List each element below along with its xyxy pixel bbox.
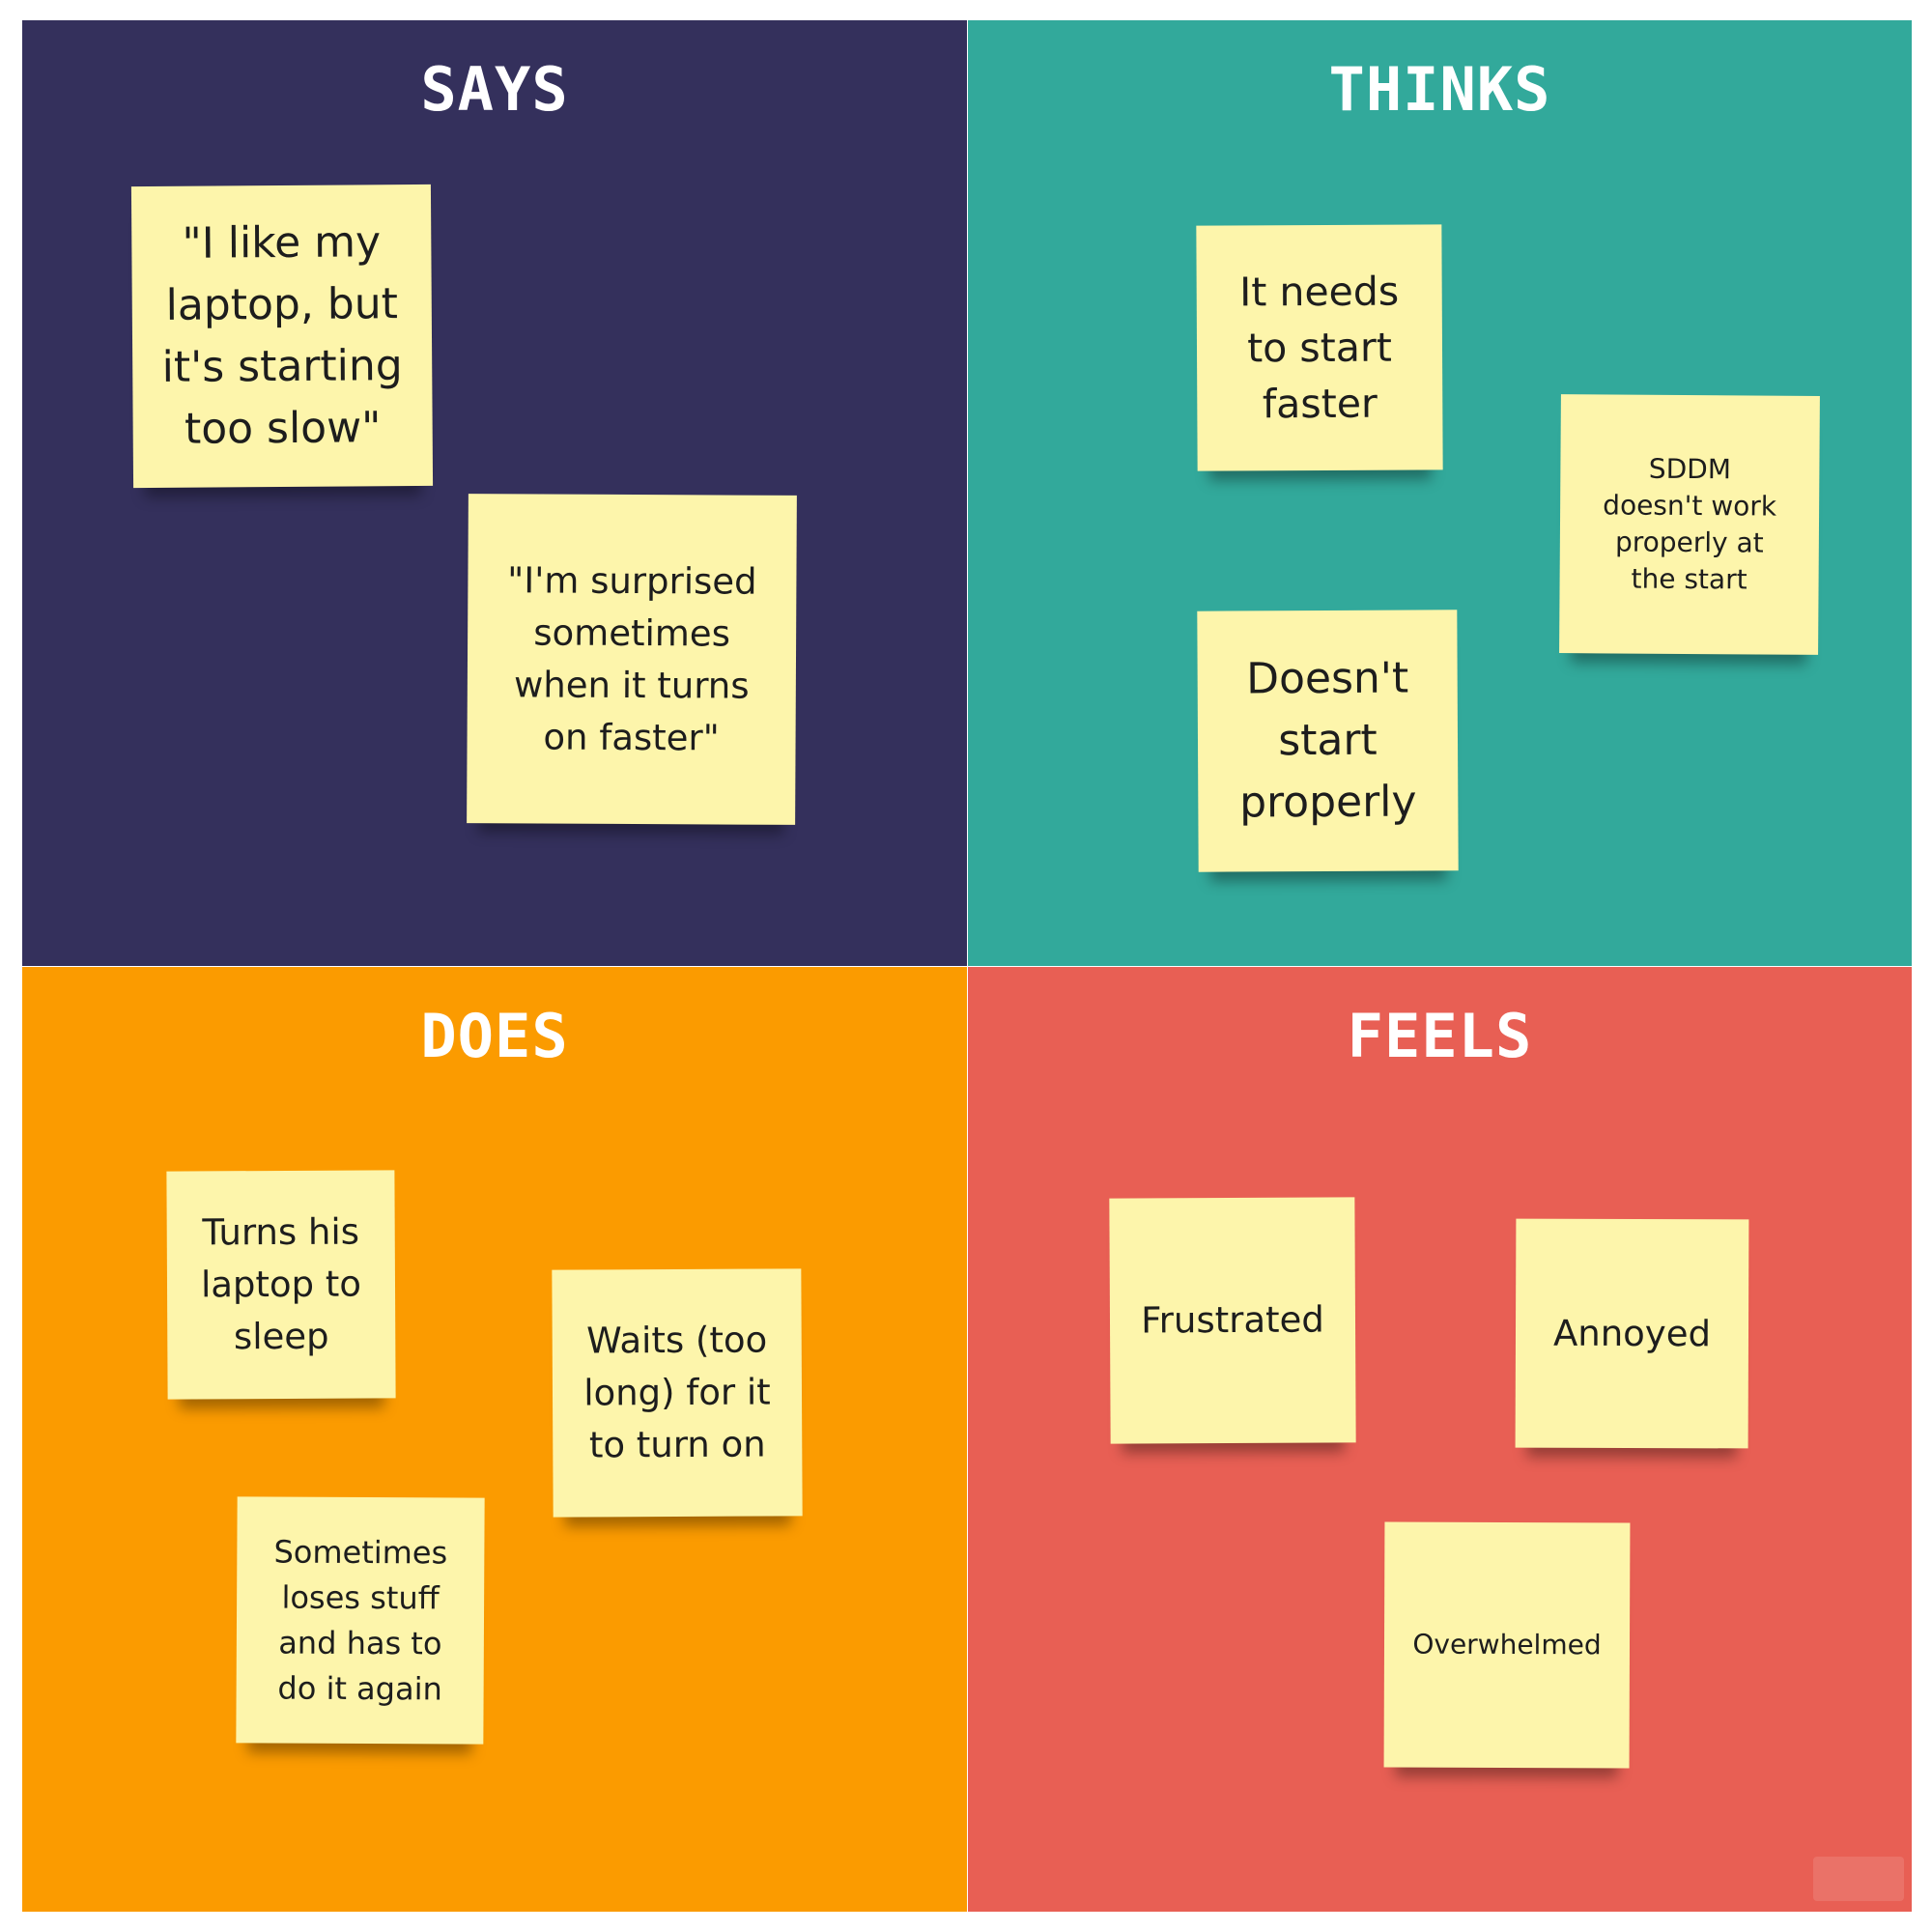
sticky-note-says-2[interactable]: "I'm surprised sometimes when it turns o… bbox=[467, 494, 797, 825]
sticky-note-does-3[interactable]: Sometimes loses stuff and has to do it a… bbox=[236, 1496, 485, 1745]
watermark-logo bbox=[1813, 1857, 1904, 1901]
sticky-note-says-1[interactable]: "I like my laptop, but it's starting too… bbox=[130, 184, 434, 489]
quadrant-feels: FEELS bbox=[968, 967, 1912, 1912]
sticky-note-thinks-2[interactable]: SDDM doesn't work properly at the start bbox=[1559, 394, 1820, 655]
quadrant-does: DOES bbox=[22, 967, 967, 1912]
quadrant-title-says: SAYS bbox=[420, 54, 569, 125]
sticky-note-thinks-1[interactable]: It needs to start faster bbox=[1196, 224, 1443, 471]
quadrant-title-thinks: THINKS bbox=[1328, 54, 1551, 125]
sticky-note-feels-3[interactable]: Overwhelmed bbox=[1383, 1521, 1631, 1769]
sticky-note-feels-1[interactable]: Frustrated bbox=[1109, 1197, 1356, 1444]
sticky-note-does-1[interactable]: Turns his laptop to sleep bbox=[166, 1170, 396, 1400]
quadrant-title-does: DOES bbox=[420, 1001, 569, 1071]
sticky-note-feels-2[interactable]: Annoyed bbox=[1515, 1218, 1749, 1449]
sticky-note-does-2[interactable]: Waits (too long) for it to turn on bbox=[552, 1268, 803, 1518]
sticky-note-thinks-3[interactable]: Doesn't start properly bbox=[1197, 610, 1459, 872]
quadrant-title-feels: FEELS bbox=[1347, 1001, 1533, 1071]
